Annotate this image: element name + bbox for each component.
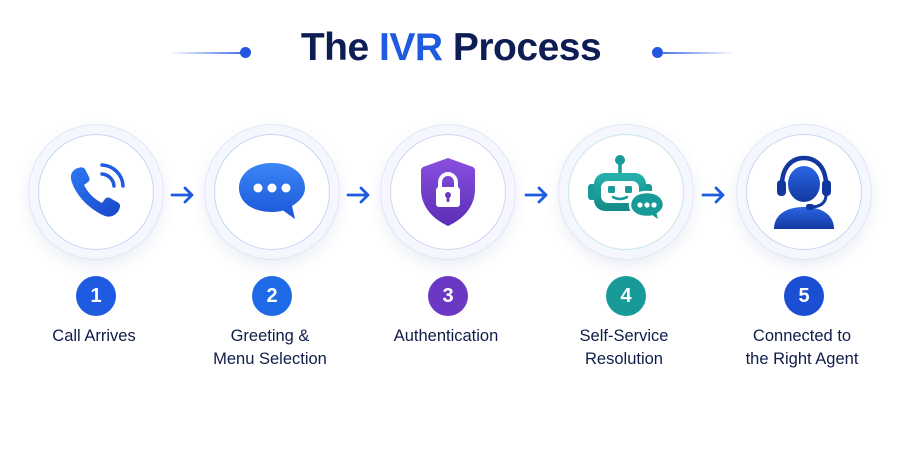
- step-label: Call Arrives: [52, 327, 136, 345]
- step-label: Greeting & Menu Selection: [213, 327, 327, 368]
- title-suffix: Process: [442, 26, 602, 69]
- step-icon-circle: [204, 124, 340, 260]
- step-label: Connected to the Right Agent: [745, 327, 859, 368]
- arrow-right-icon: [701, 186, 725, 204]
- step-label: Self-Service Resolution: [579, 327, 669, 368]
- robot-chat-icon: [588, 155, 666, 225]
- agent-headset-icon: [774, 155, 834, 229]
- arrow-right-icon: [524, 186, 548, 204]
- step-label: Authentication: [393, 327, 499, 345]
- step-icon-circle: [558, 124, 694, 260]
- step-number-badge: 5: [784, 276, 824, 316]
- step-number-badge: 2: [252, 276, 292, 316]
- title-decoration-dot-left: [240, 47, 251, 58]
- step-icon-circle: [380, 124, 516, 260]
- chat-bubble-icon: [239, 163, 305, 219]
- shield-lock-icon: [421, 158, 475, 226]
- step-number-badge: 1: [76, 276, 116, 316]
- title-decoration-right: [662, 52, 736, 54]
- step-number-badge: 3: [428, 276, 468, 316]
- arrow-right-icon: [346, 186, 370, 204]
- title-prefix: The: [300, 26, 380, 69]
- phone-icon: [70, 163, 125, 217]
- step-icon-circle: [28, 124, 164, 260]
- step-number-badge: 4: [606, 276, 646, 316]
- title-accent: IVR: [379, 26, 443, 69]
- arrow-right-icon: [170, 186, 194, 204]
- page-title: The IVR Process: [0, 26, 902, 70]
- step-icon-circle: [736, 124, 872, 260]
- title-decoration-left: [168, 52, 242, 54]
- title-row: The IVR Process: [0, 26, 902, 82]
- title-decoration-dot-right: [652, 47, 663, 58]
